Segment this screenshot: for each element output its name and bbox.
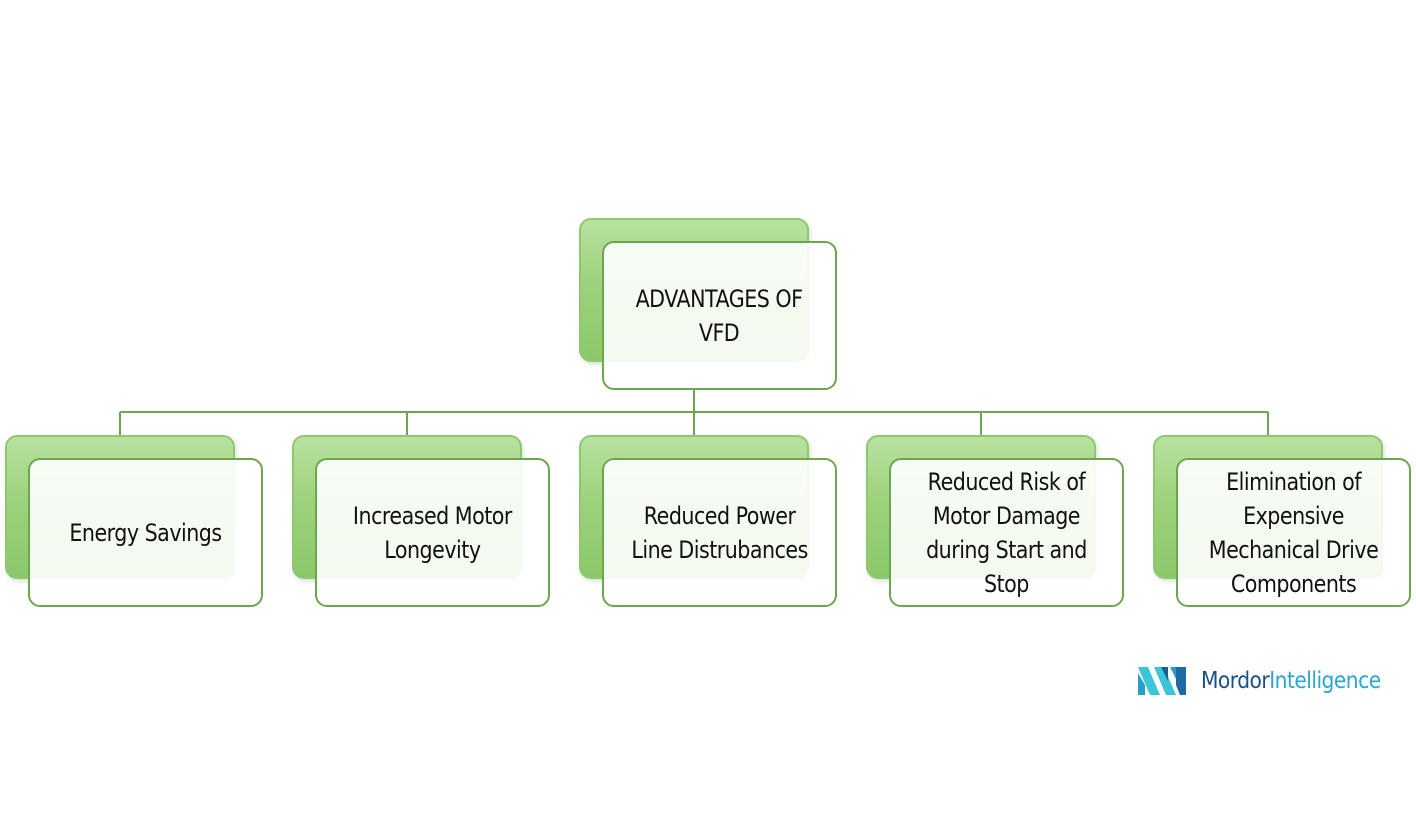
child-node-box: Increased Motor Longevity — [315, 458, 550, 607]
root-node: ADVANTAGES OF VFD — [579, 218, 837, 390]
brand-name: MordorIntelligence — [1201, 668, 1381, 694]
child-node-energy-savings: Energy Savings — [5, 435, 263, 607]
child-node-motor-longevity: Increased Motor Longevity — [292, 435, 550, 607]
child-node-label: Reduced Power Line Distrubances — [631, 501, 808, 564]
child-node-label: Elimination of Expensive Mechanical Driv… — [1208, 467, 1379, 598]
child-node-box: Reduced Power Line Distrubances — [602, 458, 837, 607]
child-node-motor-damage: Reduced Risk of Motor Damage during Star… — [866, 435, 1124, 607]
brand-logo: MordorIntelligence — [1138, 664, 1405, 698]
child-node-label: Energy Savings — [69, 518, 222, 547]
child-node-power-line: Reduced Power Line Distrubances — [579, 435, 837, 607]
root-node-label: ADVANTAGES OF VFD — [636, 284, 803, 347]
mordor-intelligence-logo-icon — [1138, 667, 1186, 695]
child-node-box: Energy Savings — [28, 458, 263, 607]
brand-name-part2: Intelligence — [1269, 668, 1381, 694]
child-node-box: Reduced Risk of Motor Damage during Star… — [889, 458, 1124, 607]
child-node-box: Elimination of Expensive Mechanical Driv… — [1176, 458, 1411, 607]
root-node-box: ADVANTAGES OF VFD — [602, 241, 837, 390]
child-node-label: Increased Motor Longevity — [353, 501, 512, 564]
child-node-label: Reduced Risk of Motor Damage during Star… — [926, 467, 1087, 598]
child-node-mechanical-drive: Elimination of Expensive Mechanical Driv… — [1153, 435, 1411, 607]
brand-name-part1: Mordor — [1201, 668, 1270, 694]
